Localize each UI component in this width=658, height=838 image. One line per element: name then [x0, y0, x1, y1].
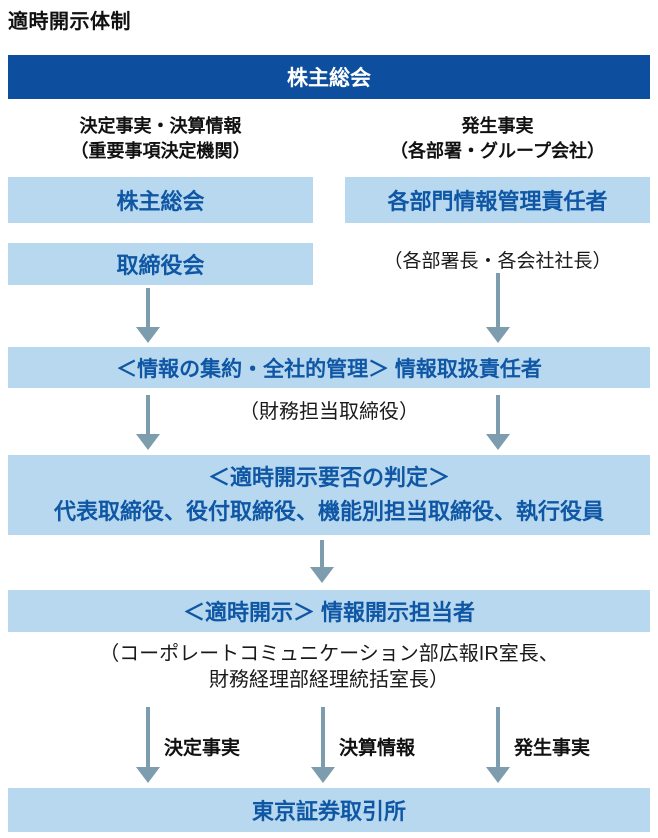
flow-label-financial-information: 決算情報	[339, 738, 416, 759]
node-information-disclosure-officer: ＜適時開示＞ 情報開示担当者	[8, 590, 650, 632]
node-tokyo-stock-exchange: 東京証券取引所	[8, 788, 650, 832]
node-label: 各部門情報管理責任者	[387, 189, 608, 214]
down-arrow-financial-information-icon	[311, 707, 335, 783]
arrow-shaft	[321, 707, 325, 769]
node-label-line1: ＜適時開示要否の判定＞	[207, 465, 450, 490]
arrow-head	[486, 327, 510, 343]
arrow-head	[136, 327, 160, 343]
down-arrow-judgement-to-disclosure-icon	[310, 540, 334, 583]
left-column-header-line1: 決定事実・決算情報	[79, 116, 242, 136]
node-label: 東京証券取引所	[251, 799, 406, 824]
arrow-shaft	[496, 395, 500, 436]
arrow-shaft	[320, 540, 324, 569]
note-finance-director: （財務担当取締役）	[239, 401, 419, 423]
arrow-head	[136, 434, 160, 450]
node-division-information-managers: 各部門情報管理責任者	[345, 177, 650, 223]
node-label: 取締役会	[116, 253, 205, 278]
node-board-of-directors: 取締役会	[8, 243, 313, 285]
node-information-handling-officer: ＜情報の集約・全社的管理＞ 情報取扱責任者	[8, 347, 650, 388]
arrow-head	[311, 767, 335, 783]
down-arrow-right-to-judgement-icon	[486, 395, 510, 450]
flow-label-decided-facts: 決定事実	[164, 738, 241, 759]
down-arrow-board-to-aggregation-icon	[136, 288, 160, 343]
arrow-shaft	[146, 288, 150, 329]
node-label-line2: 代表取締役、役付取締役、機能別担当取締役、執行役員	[53, 499, 604, 524]
arrow-shaft	[496, 707, 500, 769]
node-shareholders-meeting: 株主総会	[8, 177, 313, 223]
right-column-header-line2: （各部署・グループ会社）	[390, 141, 605, 161]
flow-label-occurred-facts: 発生事実	[514, 738, 591, 759]
left-column-header-line2: （重要事項決定機関）	[70, 141, 251, 161]
node-label: 株主総会	[116, 189, 205, 214]
down-arrow-managers-to-aggregation-icon	[486, 273, 510, 343]
node-disclosure-judgement: ＜適時開示要否の判定＞ 代表取締役、役付取締役、機能別担当取締役、執行役員	[8, 455, 650, 535]
arrow-shaft	[146, 707, 150, 769]
arrow-head	[486, 767, 510, 783]
node-shareholders-meeting-header: 株主総会	[8, 55, 650, 99]
arrow-head	[136, 767, 160, 783]
page-title: 適時開示体制	[8, 11, 131, 33]
down-arrow-decided-facts-icon	[136, 707, 160, 783]
note-disclosure-officers-line1: （コーポレートコミュニケーション部広報IR室長、	[99, 643, 559, 665]
arrow-shaft	[146, 395, 150, 436]
node-label: ＜情報の集約・全社的管理＞ 情報取扱責任者	[116, 357, 542, 381]
note-department-heads: （各部署長・各会社社長）	[383, 251, 612, 272]
down-arrow-left-to-judgement-icon	[136, 395, 160, 450]
arrow-head	[486, 434, 510, 450]
node-label: 株主総会	[287, 67, 371, 90]
note-disclosure-officers-line2: 財務経理部経理統括室長）	[209, 669, 449, 691]
down-arrow-occurred-facts-icon	[486, 707, 510, 783]
node-label: ＜適時開示＞ 情報開示担当者	[182, 600, 476, 625]
arrow-shaft	[496, 273, 500, 329]
arrow-head	[310, 567, 334, 583]
right-column-header-line1: 発生事実	[461, 116, 534, 136]
